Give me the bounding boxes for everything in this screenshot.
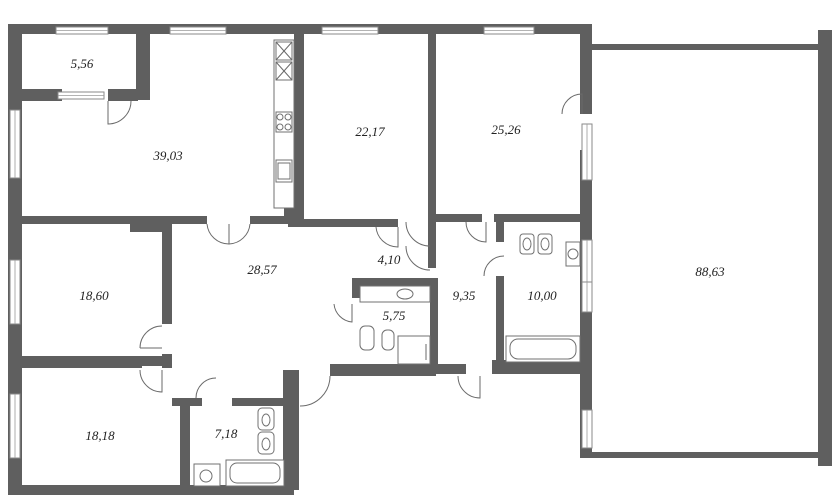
area-kitchen-living: 39,03 xyxy=(152,148,183,163)
area-bathroom-bottom: 7,18 xyxy=(215,426,238,441)
window-left-3 xyxy=(9,393,21,459)
door-swings xyxy=(107,93,583,407)
window-left-2 xyxy=(9,259,21,325)
area-hall: 28,57 xyxy=(247,262,277,277)
area-corridor: 4,10 xyxy=(378,252,401,267)
area-dressing: 9,35 xyxy=(453,288,476,303)
area-bathroom-middle: 5,75 xyxy=(383,308,406,323)
window-bedroom-22 xyxy=(321,26,379,35)
window-right-bath-2 xyxy=(581,281,593,313)
area-storage: 5,56 xyxy=(71,56,94,71)
kitchen-units xyxy=(273,39,295,209)
area-bedroom-left-middle: 18,60 xyxy=(79,288,109,303)
area-bathroom-right: 10,00 xyxy=(527,288,557,303)
window-kitchen-top xyxy=(169,26,227,35)
area-bedroom-top-right: 25,26 xyxy=(491,122,521,137)
window-storage xyxy=(55,26,109,35)
window-right-bath xyxy=(581,239,593,285)
windows xyxy=(9,26,593,459)
bathroom-fixtures xyxy=(193,233,581,487)
window-bedroom-25 xyxy=(483,26,535,35)
area-bedroom-bottom-left: 18,18 xyxy=(85,428,115,443)
window-storage-inner xyxy=(57,91,105,100)
interior-walls xyxy=(22,34,582,490)
area-terrace: 88,63 xyxy=(695,264,725,279)
window-left-1 xyxy=(9,109,21,179)
window-right-low xyxy=(581,409,593,449)
window-right-25 xyxy=(581,123,593,181)
area-bedroom-top-middle: 22,17 xyxy=(355,124,385,139)
room-labels: 5,56 39,03 22,17 25,26 88,63 18,60 28,57… xyxy=(71,56,726,443)
